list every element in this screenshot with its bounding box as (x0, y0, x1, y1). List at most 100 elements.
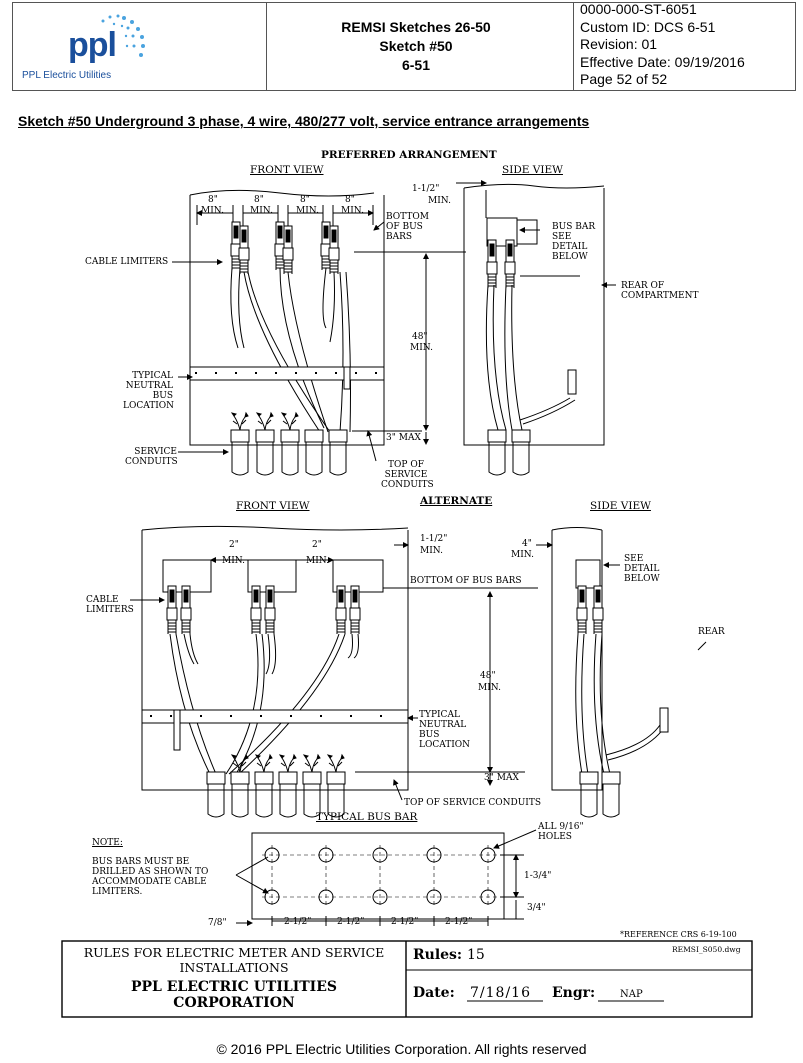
dim-3-max-a: 3" MAX (386, 433, 421, 443)
dim-48-min-a: MIN. (410, 343, 433, 353)
holes-label: ALL 9/16" HOLES (538, 822, 584, 842)
date-value: 7/18/16 (470, 985, 531, 1001)
dim-8-c: 8" (300, 195, 310, 205)
header-line-1: REMSI Sketches 26-50 (341, 19, 491, 35)
side-view-label-2: SIDE VIEW (590, 500, 651, 512)
company-name: PPL ELECTRIC UTILITIES CORPORATION (62, 979, 406, 1011)
page-number: Page 52 of 52 (580, 71, 668, 87)
dim-min-d: MIN. (341, 206, 364, 216)
alternate-title: ALTERNATE (420, 495, 493, 507)
company-line-1: PPL ELECTRIC UTILITIES (130, 979, 338, 995)
dim-48-a: 48" (412, 332, 428, 342)
reference-note: *REFERENCE CRS 6-19-100 (620, 930, 737, 939)
bbd-line-3: DETAIL (552, 242, 588, 252)
dwg-name: REMSI_S050.dwg (672, 945, 741, 954)
engr-label: Engr: (552, 985, 596, 1001)
dim-1-5-min-b: MIN. (420, 546, 443, 556)
dim-8-d: 8" (345, 195, 355, 205)
top-service-conduits-label: TOP OF SERVICE CONDUITS (381, 460, 434, 490)
header-line-2: Sketch #50 (379, 38, 453, 54)
tn-line-4: LOCATION (123, 401, 175, 411)
bus-bar-detail-label: BUS BAR SEE DETAIL BELOW (552, 222, 595, 262)
tn2-line-1: TYPICAL (419, 710, 460, 720)
tn2-line-2: NEUTRAL (419, 720, 467, 730)
dim-min-a: MIN. (201, 206, 224, 216)
sc-line-2: CONDUITS (125, 457, 178, 467)
tn-line-1: TYPICAL (132, 371, 173, 381)
tn2-line-3: BUS (419, 730, 440, 740)
bbd-line-2: SEE (552, 232, 572, 242)
front-view-label: FRONT VIEW (250, 164, 324, 176)
holes-line-1: ALL 9/16" (538, 822, 584, 832)
rules-label: Rules: (413, 947, 463, 963)
rules-value: 15 (467, 947, 485, 963)
dim-2-a: 2" (229, 540, 239, 550)
side-view-label: SIDE VIEW (502, 164, 563, 176)
dim-2-5-a: 2-1/2" (284, 917, 312, 927)
note-body: BUS BARS MUST BE DRILLED AS SHOWN TO ACC… (92, 857, 208, 897)
header-line-3: 6-51 (401, 57, 431, 73)
ppl-sunburst-icon (101, 14, 145, 57)
dim-2-min-b: MIN. (306, 556, 329, 566)
revision: Revision: 01 (580, 36, 658, 52)
note-title: NOTE: (92, 838, 123, 848)
typical-neutral-label-2: TYPICAL NEUTRAL BUS LOCATION (419, 710, 470, 750)
tsc-line-1: TOP OF (388, 460, 424, 470)
dim-8-a: 8" (208, 195, 218, 205)
dim-48-b: 48" (480, 671, 496, 681)
bottom-bus-bars-1: BOTTOM OF BUS BARS (386, 212, 429, 242)
sd-line-1: SEE (624, 554, 644, 564)
date-label: Date: (413, 985, 455, 1001)
effective-date: Effective Date: 09/19/2016 (580, 53, 745, 70)
tn-line-3: BUS (152, 391, 173, 401)
bbd-line-4: BELOW (552, 252, 588, 262)
custom-id: Custom ID: DCS 6-51 (580, 18, 716, 35)
note-line-3: ACCOMMODATE CABLE (92, 877, 207, 887)
cl2-line-2: LIMITERS (86, 605, 134, 615)
dim-2-5-b: 2-1/2" (337, 917, 365, 927)
dim-2-5-d: 2-1/2" (445, 917, 473, 927)
tn2-line-4: LOCATION (419, 740, 471, 750)
dim-7-8: 7/8" (208, 918, 227, 928)
bbb-line-1: BOTTOM (386, 212, 429, 222)
typical-neutral-label: TYPICAL NEUTRAL BUS LOCATION (123, 371, 175, 411)
tsc-line-3: CONDUITS (381, 480, 434, 490)
cable-limiters-label: CABLE LIMITERS (85, 257, 169, 267)
rear-of-compartment: REAR OF COMPARTMENT (621, 281, 699, 301)
note-line-1: BUS BARS MUST BE (92, 857, 190, 867)
see-detail-label: SEE DETAIL BELOW (624, 554, 660, 584)
dim-1-5-b: 1-1/2" (420, 534, 448, 544)
engr-value: NAP (620, 989, 643, 1000)
roc-line-2: COMPARTMENT (621, 291, 699, 301)
typical-bus-bar-title: TYPICAL BUS BAR (316, 811, 418, 823)
document-header (12, 2, 796, 91)
logo-caption: PPL Electric Utilities (22, 70, 112, 81)
dim-1-5-a: 1-1/2" (412, 184, 440, 194)
sd-line-2: DETAIL (624, 564, 660, 574)
roc-line-1: REAR OF (621, 281, 665, 291)
bbb-line-3: BARS (386, 232, 413, 242)
top-service-conduits-2: TOP OF SERVICE CONDUITS (404, 798, 542, 808)
rules-heading-line-2: INSTALLATIONS (179, 960, 289, 975)
dim-1-75: 1-3/4" (524, 871, 552, 881)
cable-limiters-2: CABLE LIMITERS (86, 595, 134, 615)
sketch-subtitle: Sketch #50 Underground 3 phase, 4 wire, … (18, 113, 590, 129)
rules-heading-line-1: RULES FOR ELECTRIC METER AND SERVICE (83, 945, 385, 960)
dim-min-b: MIN. (250, 206, 273, 216)
dim-1-5-min-a: MIN. (428, 196, 451, 206)
front-view-label-2: FRONT VIEW (236, 500, 310, 512)
bottom-bus-bars-2: BOTTOM OF BUS BARS (410, 576, 522, 586)
dim-2-b: 2" (312, 540, 322, 550)
tn-line-2: NEUTRAL (125, 381, 173, 391)
header-center: REMSI Sketches 26-50 Sketch #50 6-51 (266, 18, 566, 75)
rules-heading: RULES FOR ELECTRIC METER AND SERVICE INS… (62, 945, 406, 975)
cl2-line-1: CABLE (86, 595, 119, 605)
dim-min-c: MIN. (296, 206, 319, 216)
note-line-4: LIMITERS. (92, 887, 143, 897)
service-conduits-label: SERVICE CONDUITS (125, 447, 178, 467)
dim-8-b: 8" (254, 195, 264, 205)
rear-label: REAR (698, 627, 725, 637)
tsc-line-2: SERVICE (384, 470, 428, 480)
